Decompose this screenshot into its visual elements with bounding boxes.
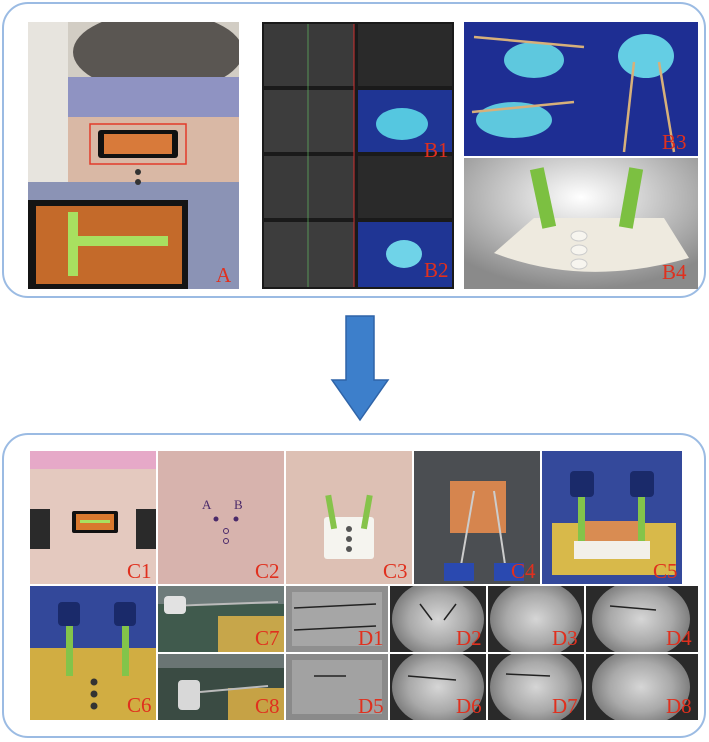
- panel-c1-image: C1: [30, 451, 156, 584]
- panel-a-photo: [28, 22, 239, 289]
- panel-b1-b2-ct-grid: B1 B2: [262, 22, 454, 289]
- panel-b4-image: B4: [464, 158, 698, 289]
- c4-photo: [414, 451, 540, 584]
- panel-d5-image: D5: [286, 654, 388, 720]
- panel-label-c3: C3: [383, 559, 408, 583]
- panel-b3-image: B3: [464, 22, 698, 156]
- panel-label-c6: C6: [127, 693, 152, 717]
- d5-fluoroscopy: [286, 654, 388, 720]
- panel-d1-image: D1: [286, 586, 388, 652]
- ct-slices: [262, 22, 454, 289]
- panel-c4-image: C4: [414, 451, 540, 584]
- b3-3d-model: [464, 22, 698, 156]
- panel-c7-image: C7: [158, 586, 284, 652]
- panel-a-image: A: [28, 22, 239, 289]
- panel-d4-image: D4: [586, 586, 698, 652]
- panel-label-d7: D7: [552, 694, 578, 718]
- panel-label-c2: C2: [255, 559, 280, 583]
- c3-photo: [286, 451, 412, 584]
- d1-fluoroscopy: [286, 586, 388, 652]
- skin-mark-b: B: [234, 497, 243, 512]
- d6-fluoroscopy: [407, 675, 457, 681]
- d2-fluoroscopy: [419, 603, 457, 621]
- c2-photo: [158, 451, 284, 584]
- panel-label-d8: D8: [666, 694, 692, 718]
- panel-label-d3: D3: [552, 626, 578, 650]
- c1-photo: [30, 451, 156, 584]
- panel-label-d4: D4: [666, 626, 692, 650]
- panel-label-c7: C7: [255, 626, 280, 650]
- panel-c8-image: C8: [158, 654, 284, 720]
- panel-label-b1: B1: [424, 138, 449, 162]
- panel-d2-image: D2: [390, 586, 486, 652]
- skin-mark-a: A: [202, 497, 212, 512]
- panel-label-a: A: [216, 263, 232, 287]
- top-figure-frame: [2, 2, 706, 298]
- panel-c6-image: C6: [30, 586, 156, 720]
- panel-label-d6: D6: [456, 694, 482, 718]
- panel-label-c4: C4: [511, 559, 536, 583]
- panel-d6-image: D6: [390, 654, 486, 720]
- d4-fluoroscopy: [609, 605, 657, 611]
- b4-guide-template: [464, 158, 698, 289]
- panel-c3-image: C3: [286, 451, 412, 584]
- c6-photo: [30, 586, 156, 720]
- panel-c2-image: A B C2: [158, 451, 284, 584]
- panel-label-d1: D1: [358, 626, 384, 650]
- panel-label-b3: B3: [662, 130, 687, 154]
- d7-fluoroscopy: [505, 673, 551, 677]
- panel-label-c1: C1: [127, 559, 152, 583]
- panel-d3-image: D3: [488, 586, 584, 652]
- panel-label-c5: C5: [653, 559, 678, 583]
- panel-d8-image: D8: [586, 654, 698, 720]
- panel-label-b2: B2: [424, 258, 449, 282]
- c8-photo: [158, 654, 284, 720]
- arrow-down-icon: [330, 315, 390, 422]
- bottom-figure-frame: [2, 433, 706, 738]
- panel-label-b4: B4: [662, 260, 687, 284]
- panel-label-c8: C8: [255, 694, 280, 718]
- c7-photo: [158, 586, 284, 652]
- panel-c5-image: C5: [542, 451, 682, 584]
- panel-d7-image: D7: [488, 654, 584, 720]
- panel-label-d5: D5: [358, 694, 384, 718]
- panel-label-d2: D2: [456, 626, 482, 650]
- c5-photo: [542, 451, 682, 584]
